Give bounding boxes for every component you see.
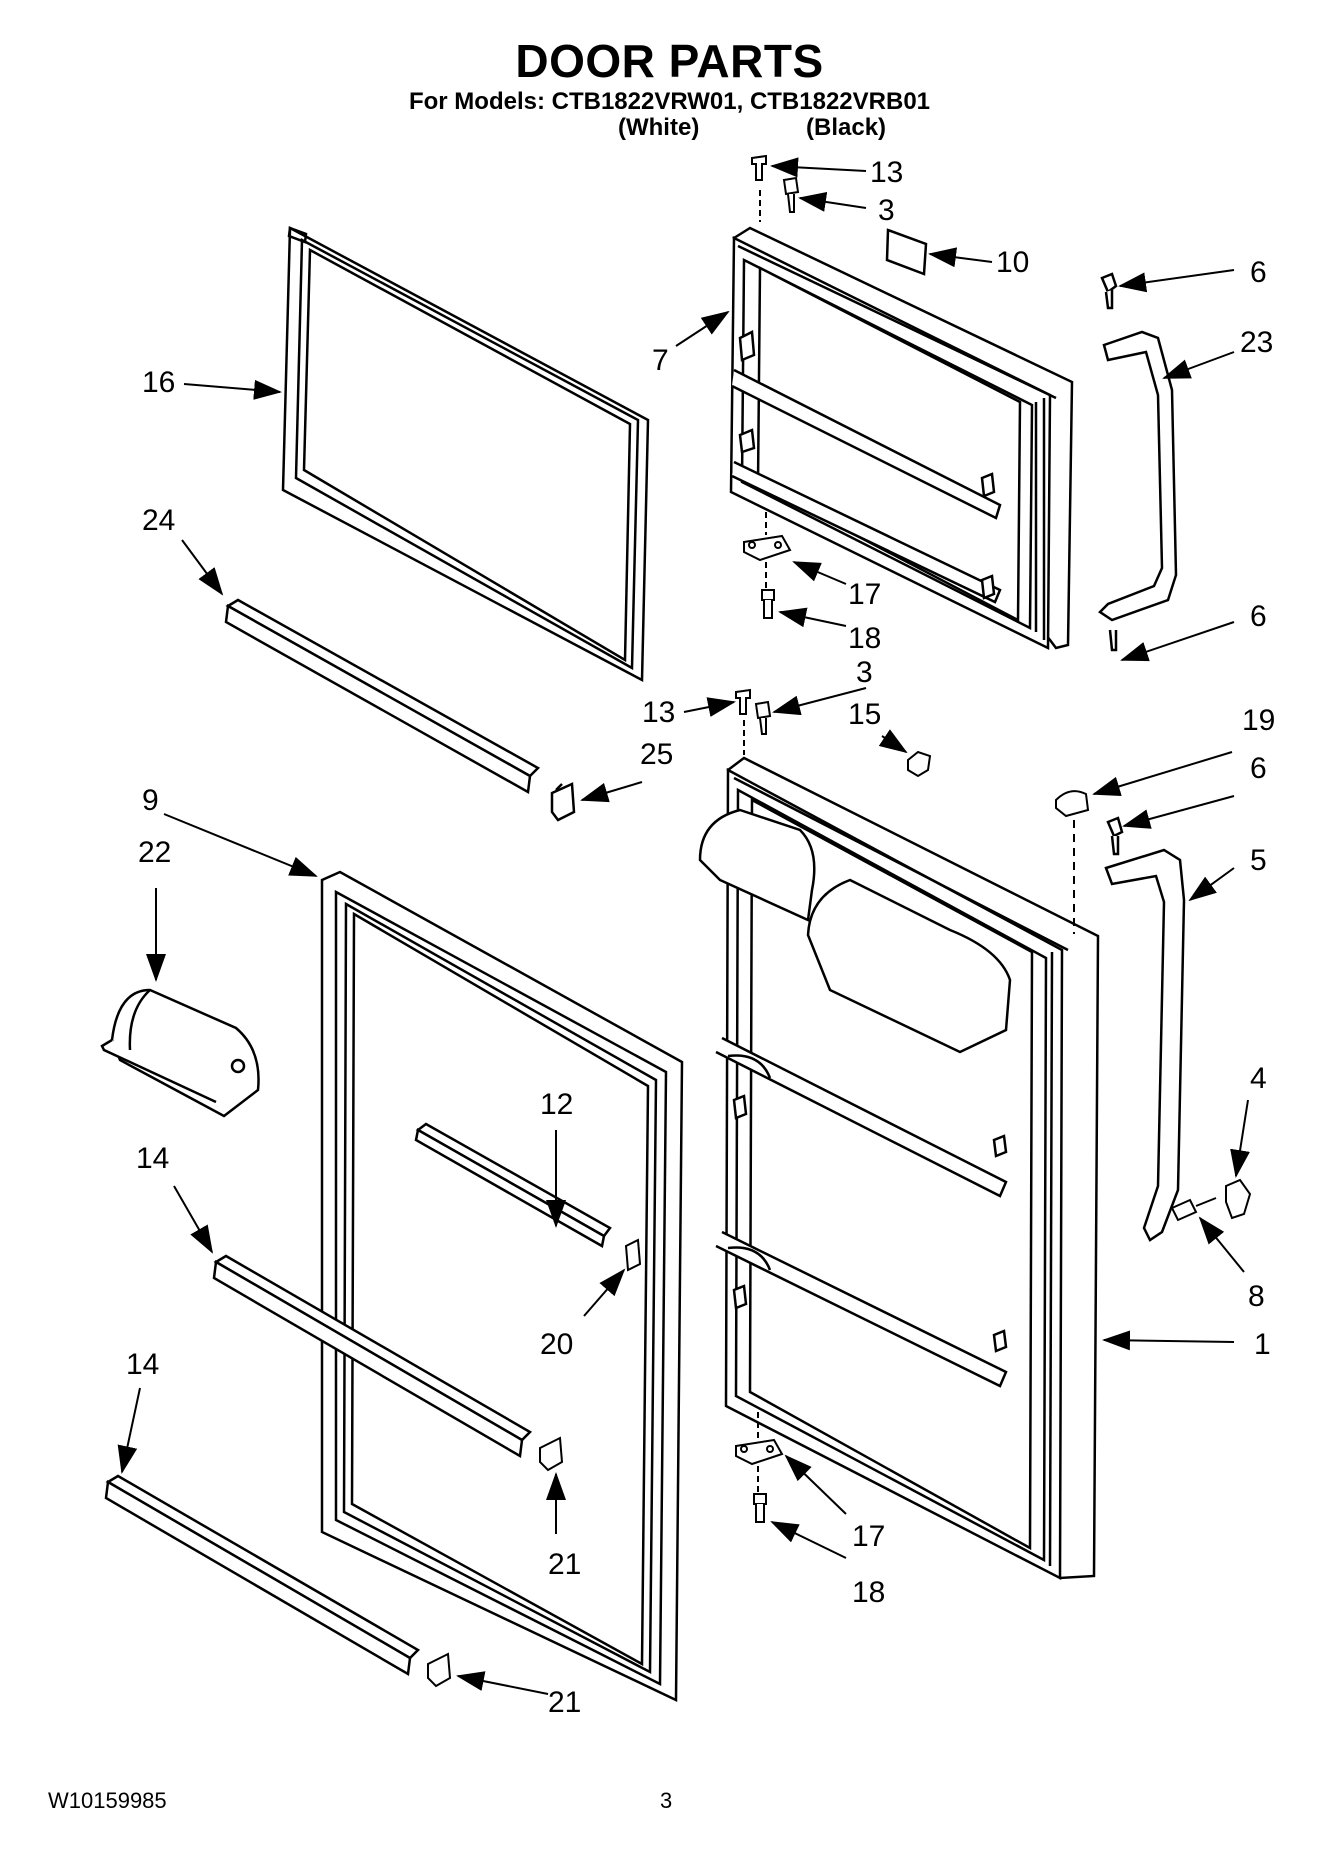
door-shelf-rail-lower	[104, 1474, 421, 1677]
callout-17-top: 17	[848, 578, 881, 611]
variant-black: (Black)	[806, 114, 887, 141]
door-shelf-rail-upper	[414, 1122, 612, 1248]
callout-arrows	[117, 157, 1250, 1695]
handle-cap-19	[1055, 790, 1090, 934]
variant-white: (White)	[618, 114, 700, 141]
refrigerator-handle	[1104, 816, 1186, 1242]
freezer-rail-clip	[550, 782, 576, 822]
refrigerator-door	[698, 756, 1100, 1581]
callout-7: 7	[652, 344, 669, 377]
rail-end-cap-21-upper	[539, 1436, 564, 1472]
callout-22: 22	[138, 836, 171, 869]
refrigerator-bottom-hinge	[735, 1412, 784, 1523]
document-number: W10159985	[48, 1788, 167, 1813]
callout-19: 19	[1242, 704, 1275, 737]
freezer-top-hinge-hardware	[751, 154, 800, 222]
callout-3-mid: 3	[856, 656, 873, 689]
freezer-shelf-rail	[224, 598, 541, 795]
callout-labels: 13 3 10 6 23 7 16 24 17 18 6 3 13 15 19 …	[126, 156, 1275, 1719]
callout-6-b: 6	[1250, 600, 1267, 633]
hole-plug-15	[907, 750, 932, 778]
page-title: DOOR PARTS	[515, 35, 824, 87]
callout-9: 9	[142, 784, 159, 817]
rail-end-cap-21-lower	[427, 1652, 452, 1688]
callout-10: 10	[996, 246, 1029, 279]
models-line: For Models: CTB1822VRW01, CTB1822VRB01	[408, 88, 931, 115]
callout-20: 20	[540, 1328, 573, 1361]
handle-screw-8	[1170, 1197, 1217, 1222]
callout-8: 8	[1248, 1280, 1265, 1313]
callout-17-bottom: 17	[852, 1520, 885, 1553]
freezer-handle	[1098, 272, 1178, 652]
dairy-door	[100, 988, 260, 1118]
callout-18-bottom: 18	[852, 1576, 885, 1609]
callout-16: 16	[142, 366, 175, 399]
freezer-bottom-hinge	[743, 512, 792, 619]
freezer-door-gasket	[281, 225, 650, 683]
callout-23: 23	[1240, 326, 1273, 359]
callout-24: 24	[142, 504, 175, 537]
callout-21-a: 21	[548, 1548, 581, 1581]
callout-13-top: 13	[870, 156, 903, 189]
rail-end-cap-20	[624, 1238, 642, 1272]
callout-15: 15	[848, 698, 881, 731]
callout-1: 1	[1254, 1328, 1271, 1361]
callout-14-a: 14	[136, 1142, 169, 1175]
freezer-door	[729, 226, 1074, 651]
callout-21-b: 21	[548, 1686, 581, 1719]
rating-label	[885, 228, 928, 276]
callout-18-top: 18	[848, 622, 881, 655]
callout-6-a: 6	[1250, 256, 1267, 289]
refrigerator-top-hinge-hardware	[735, 688, 772, 755]
page-number: 3	[660, 1788, 673, 1813]
callout-13-mid: 13	[642, 696, 675, 729]
callout-4: 4	[1250, 1062, 1267, 1095]
callout-12: 12	[540, 1088, 573, 1121]
callout-5: 5	[1250, 844, 1267, 877]
handle-cover-4	[1225, 1178, 1252, 1220]
refrigerator-door-gasket	[320, 870, 684, 1702]
callout-6-c: 6	[1250, 752, 1267, 785]
callout-25: 25	[640, 738, 673, 771]
callout-3-top: 3	[878, 194, 895, 227]
door-shelf-rail-middle	[212, 1254, 533, 1459]
callout-14-b: 14	[126, 1348, 159, 1381]
